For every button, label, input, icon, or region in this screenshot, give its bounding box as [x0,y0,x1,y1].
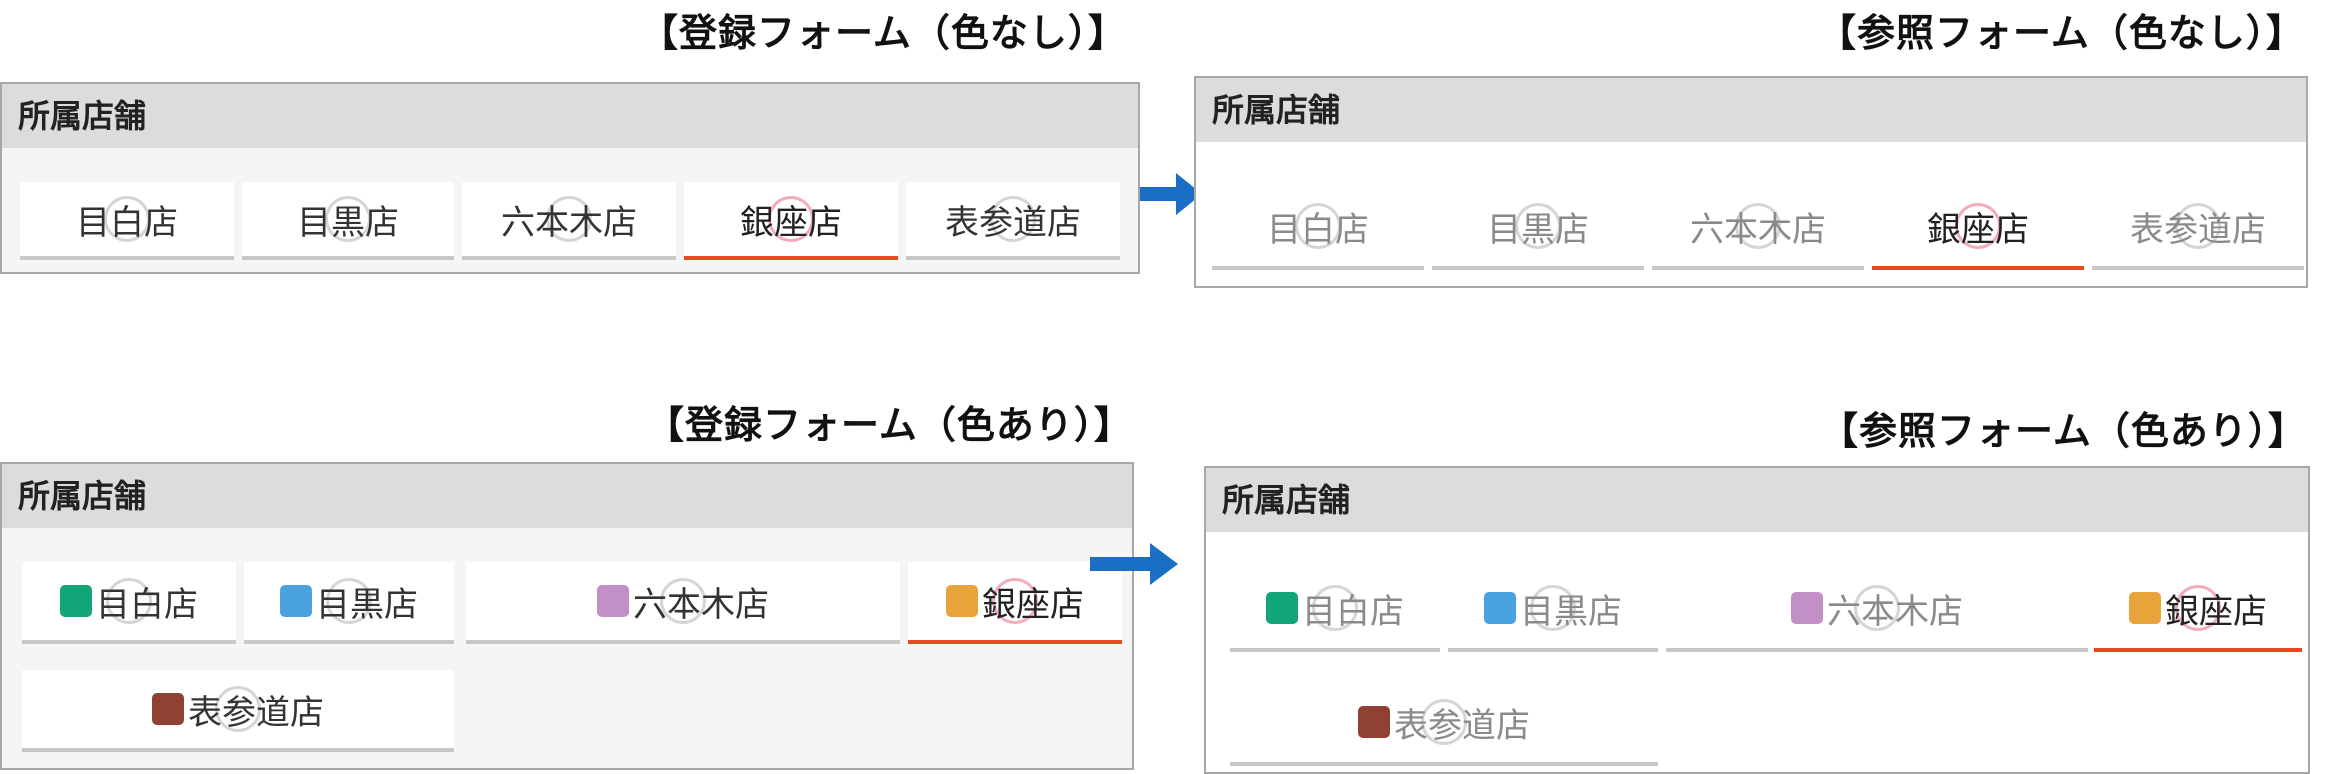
store-option-ginza[interactable]: 銀座店 [684,182,898,260]
store-option-label: 目黒店 [1520,591,1622,632]
press-indicator-icon [1421,699,1467,745]
store-option-mejiro[interactable]: 目白店 [22,562,236,644]
press-indicator-icon [1515,203,1561,249]
register-form-no-color: 所属店舗 目白店 目黒店 六本木店 銀座店 表参道店 [0,82,1140,274]
caption-register-no-color: 【登録フォーム（色なし）】 [640,11,1127,55]
press-indicator-icon [215,686,261,732]
reference-form-with-color: 所属店舗 目白店 目黒店 六本木店 銀座店 表参道店 [1204,466,2310,774]
store-option-roppongi[interactable]: 六本木店 [466,562,900,644]
store-option-label: 六本木店 [633,584,769,625]
reference-form-no-color: 所属店舗 目白店 目黒店 六本木店 銀座店 表参道店 [1194,76,2308,288]
store-option-ginza[interactable]: 銀座店 [908,562,1122,644]
field-label: 所属店舗 [1196,78,2306,142]
store-color-swatch [1484,592,1516,624]
press-indicator-icon [106,578,152,624]
caption-reference-with-color: 【参照フォーム（色あり）】 [1820,409,2307,453]
store-option-label: 表参道店 [945,202,1081,243]
store-option-omotesando[interactable]: 表参道店 [22,670,454,752]
store-option-mejiro[interactable]: 目白店 [20,182,234,260]
store-color-swatch [60,585,92,617]
store-color-swatch [2129,592,2161,624]
store-option-label: 銀座店 [1927,209,2029,250]
store-color-swatch [152,693,184,725]
store-option-omotesando: 表参道店 [2092,186,2304,270]
store-option-label: 目白店 [1302,591,1404,632]
store-option-label: 目白店 [96,584,198,625]
store-option-label: 六本木店 [1690,209,1826,250]
caption-register-with-color: 【登録フォーム（色あり）】 [646,403,1133,447]
press-indicator-icon [1295,203,1341,249]
store-color-swatch [946,585,978,617]
press-indicator-icon [326,578,372,624]
store-option-meguro: 目黒店 [1448,568,1658,652]
press-indicator-icon [104,196,150,242]
caption-reference-no-color: 【参照フォーム（色なし）】 [1818,11,2305,55]
field-label: 所属店舗 [2,464,1132,528]
press-indicator-icon [2175,585,2221,631]
store-option-label: 表参道店 [1394,705,1530,746]
press-indicator-icon [325,196,371,242]
press-indicator-icon [2175,203,2221,249]
store-option-roppongi: 六本木店 [1652,186,1864,270]
store-option-label: 銀座店 [740,202,842,243]
register-form-with-color: 所属店舗 目白店 目黒店 六本木店 銀座店 表参道店 [0,462,1134,770]
field-label: 所属店舗 [1206,468,2308,532]
store-option-roppongi: 六本木店 [1666,568,2088,652]
store-option-mejiro: 目白店 [1230,568,1440,652]
store-option-ginza: 銀座店 [1872,186,2084,270]
press-indicator-icon [546,196,592,242]
store-option-meguro[interactable]: 目黒店 [242,182,454,260]
store-color-swatch [280,585,312,617]
store-color-swatch [1266,592,1298,624]
store-option-label: 六本木店 [501,202,637,243]
store-option-omotesando[interactable]: 表参道店 [906,182,1120,260]
store-option-label: 表参道店 [188,692,324,733]
store-option-omotesando: 表参道店 [1230,682,1658,766]
store-option-label: 目白店 [1267,209,1369,250]
store-option-meguro: 目黒店 [1432,186,1644,270]
store-option-label: 目黒店 [297,202,399,243]
store-option-meguro[interactable]: 目黒店 [244,562,454,644]
store-option-label: 目白店 [76,202,178,243]
store-color-swatch [1791,592,1823,624]
store-option-label: 銀座店 [982,584,1084,625]
store-option-label: 銀座店 [2165,591,2267,632]
store-option-label: 表参道店 [2130,209,2266,250]
press-indicator-icon [768,196,814,242]
store-option-mejiro: 目白店 [1212,186,1424,270]
press-indicator-icon [992,578,1038,624]
press-indicator-icon [1854,585,1900,631]
store-option-label: 六本木店 [1827,591,1963,632]
store-option-label: 目黒店 [1487,209,1589,250]
field-label: 所属店舗 [2,84,1138,148]
store-option-label: 目黒店 [316,584,418,625]
press-indicator-icon [1312,585,1358,631]
press-indicator-icon [1530,585,1576,631]
store-color-swatch [1358,706,1390,738]
store-option-roppongi[interactable]: 六本木店 [462,182,676,260]
store-option-ginza: 銀座店 [2094,568,2302,652]
press-indicator-icon [660,578,706,624]
store-color-swatch [597,585,629,617]
right-arrow-icon [1140,173,1202,215]
press-indicator-icon [1955,203,2001,249]
press-indicator-icon [1735,203,1781,249]
press-indicator-icon [990,196,1036,242]
right-arrow-icon [1090,543,1178,585]
